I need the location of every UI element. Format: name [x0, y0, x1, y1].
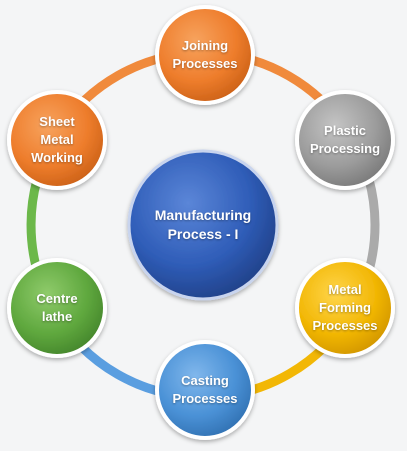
node-sheet-metal-working — [7, 90, 107, 190]
node-centre-lathe — [7, 258, 107, 358]
node-metal-forming-processes — [295, 258, 395, 358]
center-circle — [127, 149, 279, 301]
node-joining-processes — [155, 5, 255, 105]
node-plastic-processing — [295, 90, 395, 190]
node-casting-processes — [155, 340, 255, 440]
